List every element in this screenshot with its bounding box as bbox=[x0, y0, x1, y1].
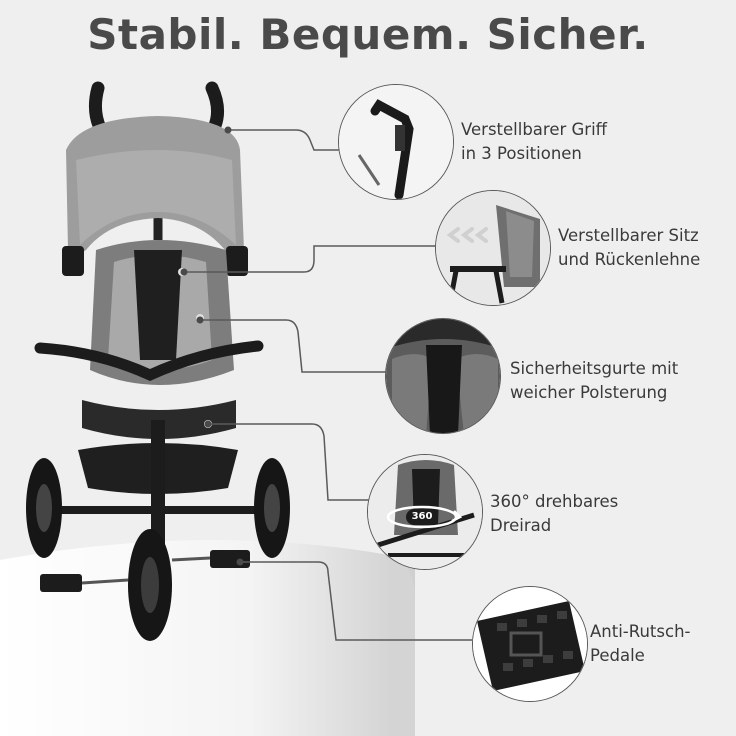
rotation-badge: 360 bbox=[411, 511, 433, 522]
feature-belts: Sicherheitsgurte mit weicher Polsterung bbox=[510, 357, 678, 405]
feature-rotation-line1: 360° drehbares bbox=[490, 492, 619, 511]
feature-handle-line1: Verstellbarer Griff bbox=[461, 120, 608, 139]
feature-rotation-line2: Dreirad bbox=[490, 516, 552, 535]
feature-seat-line2: und Rückenlehne bbox=[558, 250, 701, 269]
feature-seat: Verstellbarer Sitz und Rückenlehne bbox=[558, 224, 700, 272]
feature-pedals-line2: Pedale bbox=[590, 646, 645, 665]
seat-recline-icon bbox=[436, 191, 550, 305]
belts-detail-image bbox=[385, 318, 501, 434]
pedal-icon bbox=[473, 587, 587, 701]
feature-belts-line1: Sicherheitsgurte mit bbox=[510, 359, 679, 378]
feature-rotation: 360° drehbares Dreirad bbox=[490, 490, 618, 538]
safety-belt-icon bbox=[386, 319, 500, 433]
feature-seat-line1: Verstellbarer Sitz bbox=[558, 226, 699, 245]
handle-detail-image bbox=[338, 84, 454, 200]
rotation-icon bbox=[368, 455, 482, 569]
feature-belts-line2: weicher Polsterung bbox=[510, 383, 668, 402]
feature-handle-line2: in 3 Positionen bbox=[461, 144, 582, 163]
feature-pedals: Anti-Rutsch- Pedale bbox=[590, 620, 690, 668]
rotation-detail-image: 360 bbox=[367, 454, 483, 570]
seat-detail-image bbox=[435, 190, 551, 306]
headline: Stabil. Bequem. Sicher. bbox=[87, 10, 649, 59]
feature-pedals-line1: Anti-Rutsch- bbox=[590, 622, 691, 641]
feature-handle: Verstellbarer Griff in 3 Positionen bbox=[461, 118, 607, 166]
pedals-detail-image bbox=[472, 586, 588, 702]
handle-icon bbox=[339, 85, 453, 199]
